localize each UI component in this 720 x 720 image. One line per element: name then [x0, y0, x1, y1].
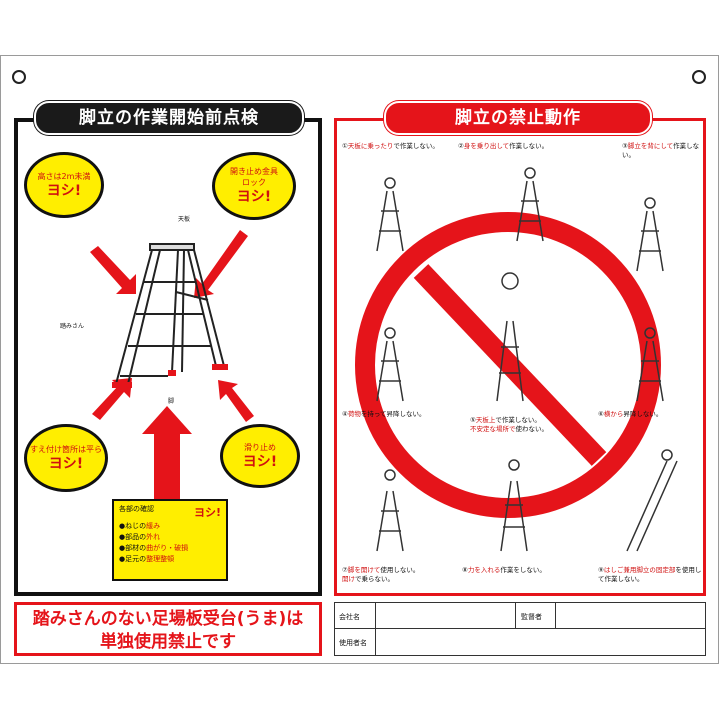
checklist-heading: 各部の確認	[119, 505, 154, 513]
bubble-surface-yoshi: ヨシ!	[48, 455, 84, 472]
parts-checklist: 各部の確認 ヨシ! ●ねじの緩み ●部品の外れ ●部材の曲がり・破損 ●足元の整理…	[112, 499, 228, 581]
caption-8: ⑧力を入れる作業をしない。	[462, 566, 546, 574]
prohibition-slash	[413, 264, 607, 466]
warning-line-1: 踏みさんのない足場板受台(うま)は	[32, 609, 304, 629]
bubble-lock-line1: 開き止め金具	[230, 167, 278, 176]
bubble-surface-check: すえ付け箇所は平ら ヨシ!	[24, 424, 108, 492]
checklist-item: ●部品の外れ	[119, 533, 161, 541]
checklist-item: ●部材の曲がり・破損	[119, 544, 189, 552]
bubble-antislip-text: 滑り止め	[244, 442, 276, 452]
bubble-antislip-check: 滑り止め ヨシ!	[220, 424, 300, 488]
signoff-row-company: 会社名 監督者	[335, 603, 705, 629]
standalone-use-warning: 踏みさんのない足場板受台(うま)は 単独使用禁止です	[14, 602, 322, 656]
prohibition-illustration	[355, 167, 678, 552]
signoff-row-user: 使用者名	[335, 629, 705, 655]
bubble-height-check: 高さは2m未満 ヨシ!	[24, 152, 104, 218]
label-top-plate: 天板	[178, 216, 191, 223]
checklist-item: ●足元の整理整頓	[119, 555, 175, 563]
label-step: 踏みさん	[60, 323, 85, 330]
ladder-drawing	[115, 243, 225, 385]
caption-4: ④荷物を持って昇降しない。	[342, 410, 426, 418]
bubble-height-num: 2m未満	[61, 171, 91, 181]
caption-7: ⑦脚を開けて使用しない。開けで乗らない。	[342, 566, 420, 583]
bubble-lock-check: 開き止め金具 ロック ヨシ!	[212, 152, 296, 220]
small-ladders	[376, 167, 678, 552]
prohibited-title: 脚立の禁止動作	[384, 101, 652, 135]
warning-line-2: 単独使用禁止です	[100, 632, 236, 652]
checklist-item: ●ねじの緩み	[119, 522, 161, 530]
prohibition-circle	[355, 212, 661, 518]
bubble-antislip-yoshi: ヨシ!	[242, 453, 278, 470]
arrow-top-right	[194, 230, 248, 298]
bubble-surface-text: すえ付け箇所は平ら	[30, 444, 102, 454]
caption-6: ⑥横から昇降しない。	[598, 410, 663, 418]
arrow-top-left	[90, 246, 136, 294]
arrow-group	[90, 230, 254, 502]
label-foot: 脚	[168, 398, 175, 405]
bubble-height-yoshi: ヨシ!	[46, 182, 82, 199]
caption-9: ⑨はしご兼用脚立の固定部を使用して作業しない。	[598, 566, 702, 583]
caption-3: ③脚立を背にして作業しない。	[622, 142, 700, 159]
manager-label: 監督者	[521, 613, 542, 621]
company-label: 会社名	[339, 613, 360, 621]
bubble-lock-line2: ロック	[242, 178, 266, 187]
caption-2: ②身を乗り出して作業しない。	[458, 142, 549, 150]
caption-1: ①天板に乗ったりで作業しない。	[342, 142, 439, 150]
user-label: 使用者名	[339, 639, 367, 647]
bubble-lock-yoshi: ヨシ!	[236, 189, 272, 205]
caption-5: ⑤天板上で作業しない。不安定な場所で使わない。	[470, 416, 548, 433]
checklist-yoshi: ヨシ!	[193, 506, 221, 519]
mounting-hole-left	[12, 70, 26, 84]
bubble-height-text: 高さは	[37, 171, 62, 181]
ladder-feet	[112, 364, 228, 388]
arrow-up-center	[154, 430, 180, 502]
mounting-hole-right	[692, 70, 706, 84]
signoff-table: 会社名 監督者 使用者名	[334, 602, 706, 656]
inspection-illustration	[90, 230, 254, 502]
inspection-title: 脚立の作業開始前点検	[34, 101, 304, 135]
arrow-bottom-left	[92, 378, 132, 420]
arrow-bottom-right	[218, 380, 254, 422]
